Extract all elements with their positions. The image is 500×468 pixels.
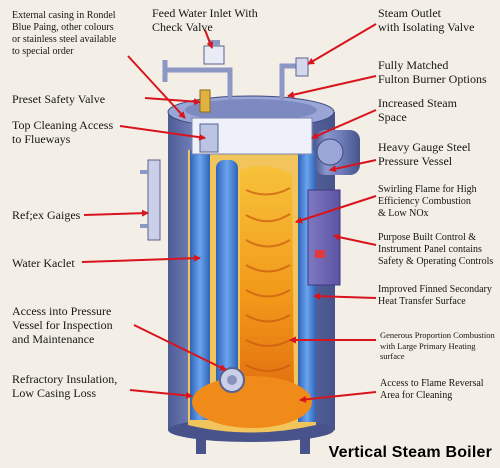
feed-water-pipe <box>162 60 233 100</box>
isolating-valve <box>295 57 309 77</box>
combustion-base <box>192 376 312 428</box>
leader-control-panel <box>333 233 377 246</box>
steam-outlet-pipe <box>279 63 300 100</box>
label-swirling-flame: Swirling Flame for High Efficiency Combu… <box>378 184 477 219</box>
leader-top-cleaning <box>119 125 206 141</box>
control-panel <box>307 189 341 286</box>
leader-lines <box>81 23 377 403</box>
leader-access-vessel <box>133 324 227 371</box>
label-steam-outlet: Steam Outlet with Isolating Valve <box>378 6 475 34</box>
water-jacket-left <box>190 150 210 420</box>
leader-steam-space <box>311 109 377 139</box>
label-top-cleaning-access: Top Cleaning Access to Flueways <box>12 118 114 146</box>
label-feed-water-inlet: Feed Water Inlet With Check Valve <box>152 6 258 34</box>
leader-feed-water <box>204 29 214 49</box>
leader-swirling-flame <box>295 195 377 224</box>
leader-burner-options <box>287 75 377 99</box>
leader-external-casing <box>127 55 186 119</box>
flame-swirl <box>245 187 291 372</box>
check-valve-cap <box>208 40 220 46</box>
label-steam-space: Increased Steam Space <box>378 96 457 124</box>
access-port-hub <box>227 375 237 385</box>
panel-indicator <box>315 250 325 258</box>
label-access-pressure-vessel: Access into Pressure Vessel for Inspecti… <box>12 304 113 346</box>
leader-preset-safety <box>144 97 201 106</box>
safety-valve <box>199 89 211 113</box>
leg-right <box>300 438 310 454</box>
gauge-fittings <box>140 170 148 228</box>
label-preset-safety-valve: Preset Safety Valve <box>12 92 106 106</box>
leader-steam-outlet <box>307 23 377 65</box>
casing-top-inner <box>185 99 317 121</box>
diagram-caption: Vertical Steam Boiler <box>328 444 492 461</box>
leader-pressure-vessel <box>329 159 377 173</box>
label-combustion: Generous Proportion Combustion with Larg… <box>380 330 495 361</box>
leader-reflex-gauges <box>83 209 149 217</box>
leader-secondary-heat <box>313 292 377 300</box>
reflex-gauge <box>147 159 161 241</box>
label-external-casing: External casing in Rondel Blue Paing, ot… <box>12 10 117 57</box>
label-reflex-gauges: Ref;ex Gaiges <box>12 208 81 222</box>
label-burner-options: Fully Matched Fulton Burner Options <box>378 58 487 86</box>
check-valve <box>203 45 225 65</box>
central-water-tube <box>216 160 238 390</box>
boiler-body <box>140 40 360 454</box>
label-water-jacket: Water Kaclet <box>12 256 75 270</box>
leg-left <box>196 438 206 454</box>
burner-face <box>316 138 344 166</box>
leader-flame-reversal <box>299 391 377 403</box>
label-refractory-insulation: Refractory Insulation, Low Casing Loss <box>12 372 118 400</box>
label-pressure-vessel: Heavy Gauge Steel Pressure Vessel <box>378 140 471 168</box>
flame-column <box>240 166 294 398</box>
leader-water-jacket <box>81 254 201 263</box>
leader-refractory <box>129 389 193 399</box>
label-flame-reversal: Access to Flame Reversal Area for Cleani… <box>380 378 484 401</box>
label-secondary-heat: Improved Finned Secondary Heat Transfer … <box>378 284 492 307</box>
label-control-panel: Purpose Built Control & Instrument Panel… <box>378 232 494 267</box>
